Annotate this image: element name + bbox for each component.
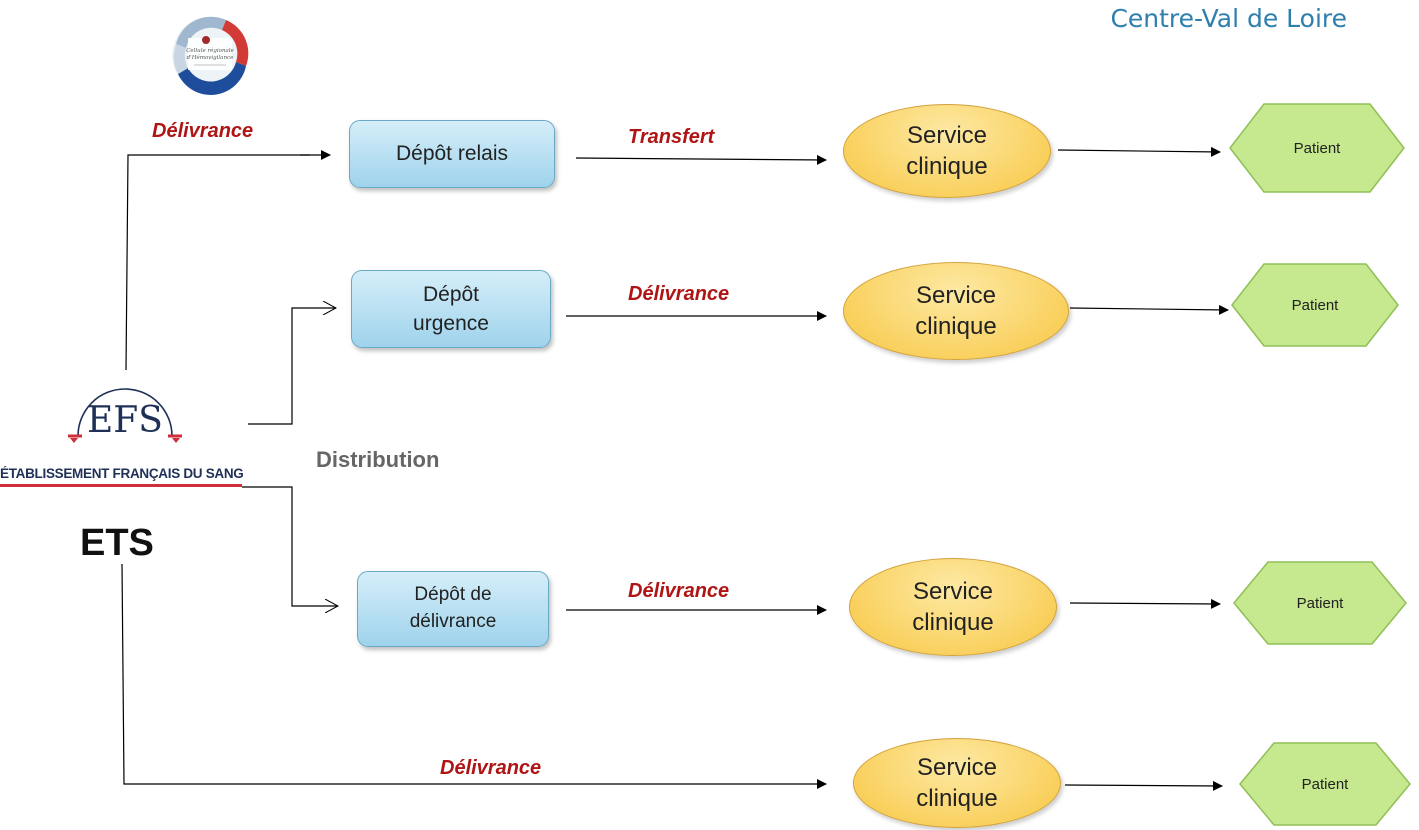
- region-title: Centre-Val de Loire: [1110, 4, 1347, 33]
- label-delivrance-depot-urgence: Délivrance: [628, 283, 730, 305]
- depot-delivrance-label-line2: délivrance: [409, 611, 497, 632]
- distribution-label: Distribution: [316, 447, 440, 472]
- svg-text:Cellule régionale: Cellule régionale: [186, 47, 234, 54]
- patient-hexagon-1: Patient: [1228, 102, 1406, 194]
- hemovigilance-logo: Cellule régionale d'Hémovigilance: [172, 16, 249, 95]
- efs-underline: [0, 484, 242, 487]
- connector-ets-to-depot-relais: [125, 154, 310, 371]
- depot-relais-label: Dépôt relais: [395, 142, 509, 166]
- efs-logo: EFS: [68, 388, 182, 443]
- efs-name: ÉTABLISSEMENT FRANÇAIS DU SANG: [0, 466, 244, 481]
- arrow-service-to-patient-4: [1064, 780, 1223, 791]
- connector-ets-to-depot-delivrance: [242, 486, 338, 606]
- arrow-service-to-patient-1: [1057, 146, 1221, 157]
- ets-label: ETS: [80, 522, 154, 564]
- depot-urgence-box: Dépôt urgence: [351, 270, 551, 348]
- svg-text:d'Hémovigilance: d'Hémovigilance: [187, 54, 234, 61]
- connector-ets-to-service-direct: [121, 563, 827, 789]
- patient-hexagon-4: Patient: [1238, 741, 1412, 827]
- svg-text:EFS: EFS: [87, 400, 163, 441]
- label-delivrance-direct: Délivrance: [440, 757, 542, 779]
- arrow-service-to-patient-2: [1069, 304, 1229, 315]
- depot-delivrance-box: Dépôt de délivrance: [357, 571, 549, 647]
- depot-urgence-label-line1: Dépôt: [422, 282, 480, 306]
- label-delivrance-ets-to-depot-relais: Délivrance: [152, 120, 254, 142]
- patient-hexagon-2: Patient: [1230, 262, 1400, 348]
- patient-hexagon-3: Patient: [1232, 560, 1408, 646]
- arrow-service-to-patient-3: [1069, 598, 1221, 609]
- arrow-depot-relais-to-service: [575, 154, 827, 165]
- depot-delivrance-label-line1: Dépôt de: [414, 584, 492, 606]
- depot-urgence-label-line2: urgence: [413, 312, 489, 335]
- label-delivrance-depot-delivrance: Délivrance: [628, 580, 730, 602]
- depot-relais-box: Dépôt relais: [349, 120, 555, 188]
- connector-ets-to-depot-urgence: [248, 308, 336, 425]
- label-transfert: Transfert: [628, 126, 715, 148]
